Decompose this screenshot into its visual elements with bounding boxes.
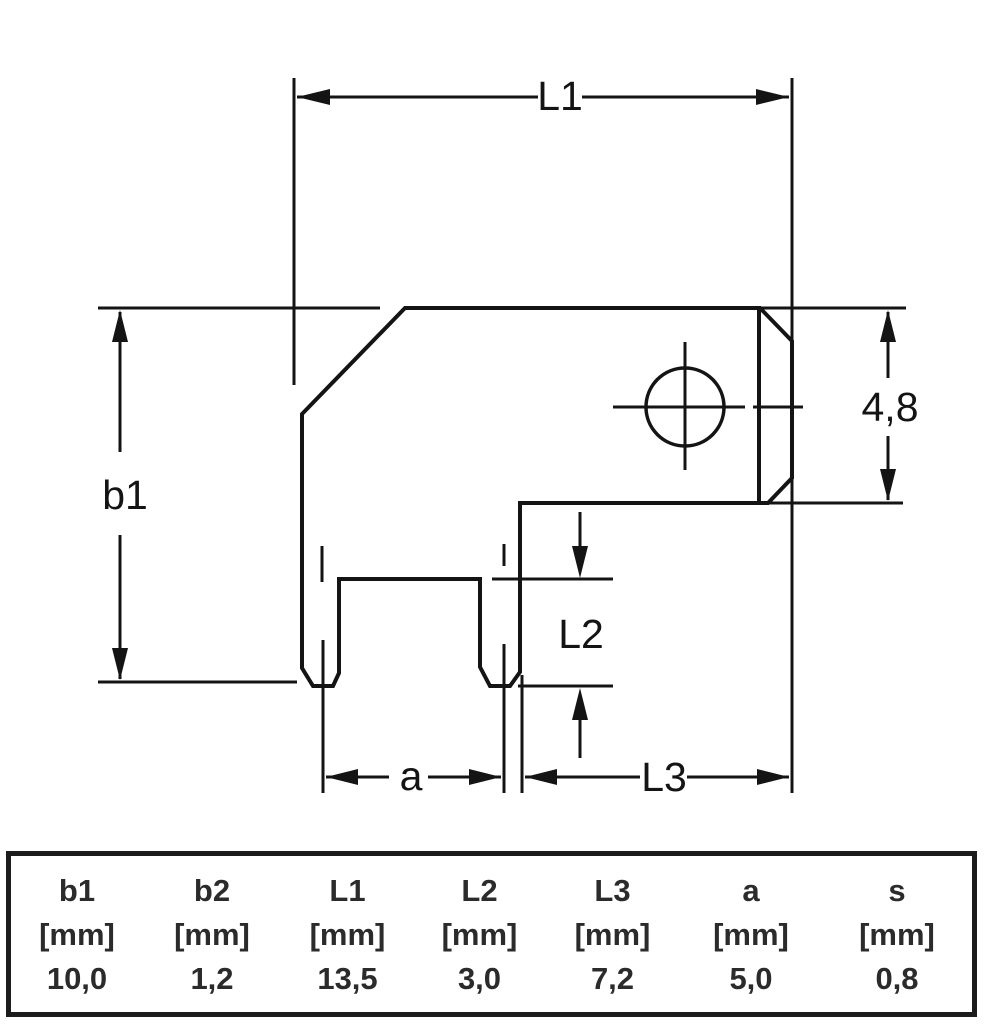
dimension-label-l3: L3	[641, 754, 687, 800]
dim48-arrowhead-down	[880, 469, 896, 501]
a-arrowhead-right	[469, 769, 501, 785]
l3-arrowhead-left	[525, 769, 557, 785]
spec-name: L2	[461, 873, 498, 908]
dimension-L3	[520, 675, 789, 793]
spec-column-b1: b1 [mm] 10,0	[11, 856, 143, 1012]
spec-unit: [mm]	[309, 917, 386, 952]
spec-name: b1	[58, 873, 96, 908]
spec-name: L1	[329, 873, 366, 908]
spec-value: 1,2	[190, 961, 234, 996]
l2-arrowhead-down	[572, 546, 588, 578]
dimension-label-l1: L1	[537, 73, 583, 119]
spec-value: 10,0	[46, 961, 108, 996]
dimension-48	[760, 306, 906, 505]
spec-name: a	[742, 873, 760, 908]
spec-column-l3: L3 [mm] 7,2	[545, 856, 680, 1012]
spec-value: 13,5	[317, 961, 378, 996]
spec-value: 3,0	[457, 961, 502, 996]
terminal-outline	[300, 306, 794, 688]
dim48-arrowhead-up	[880, 310, 896, 342]
spec-unit: [mm]	[859, 917, 935, 952]
spec-table: b1 [mm] 10,0 b2 [mm] 1,2 L1 [mm] 13,5 L2…	[6, 851, 977, 1017]
spec-unit: [mm]	[574, 917, 651, 952]
spec-unit: [mm]	[39, 917, 115, 952]
spec-value: 5,0	[729, 961, 773, 996]
spec-unit: [mm]	[174, 917, 250, 952]
spec-column-a: a [mm] 5,0	[680, 856, 822, 1012]
spec-value: 7,2	[590, 961, 635, 996]
l1-arrowhead-right	[756, 89, 789, 105]
dimension-label-b1: b1	[102, 472, 148, 518]
a-arrowhead-left	[326, 769, 358, 785]
spec-column-l1: L1 [mm] 13,5	[281, 856, 414, 1012]
dimension-label-l2: L2	[558, 611, 604, 657]
spec-column-b2: b2 [mm] 1,2	[143, 856, 281, 1012]
l2-arrowhead-up	[572, 688, 588, 720]
spec-name: s	[888, 873, 906, 908]
dimension-L2	[492, 512, 613, 758]
dimension-a	[326, 769, 501, 785]
l3-arrowhead-right	[757, 769, 789, 785]
spec-unit: [mm]	[441, 917, 518, 952]
dimension-b1	[98, 306, 380, 684]
spec-unit: [mm]	[713, 917, 789, 952]
terminal-dimension-drawing: L1 b1 4,8 L2 a L3	[98, 73, 919, 800]
b1-arrowhead-down	[112, 648, 128, 680]
l1-arrowhead-left	[297, 89, 330, 105]
spec-column-s: s [mm] 0,8	[822, 856, 972, 1012]
dimension-L1	[292, 78, 794, 793]
b1-arrowhead-up	[112, 310, 128, 342]
dimension-label-48: 4,8	[862, 384, 919, 430]
spec-name: b2	[193, 873, 231, 908]
spec-column-l2: L2 [mm] 3,0	[414, 856, 545, 1012]
spec-name: L3	[594, 873, 631, 908]
dimension-label-a: a	[400, 753, 423, 799]
spec-value: 0,8	[875, 961, 919, 996]
